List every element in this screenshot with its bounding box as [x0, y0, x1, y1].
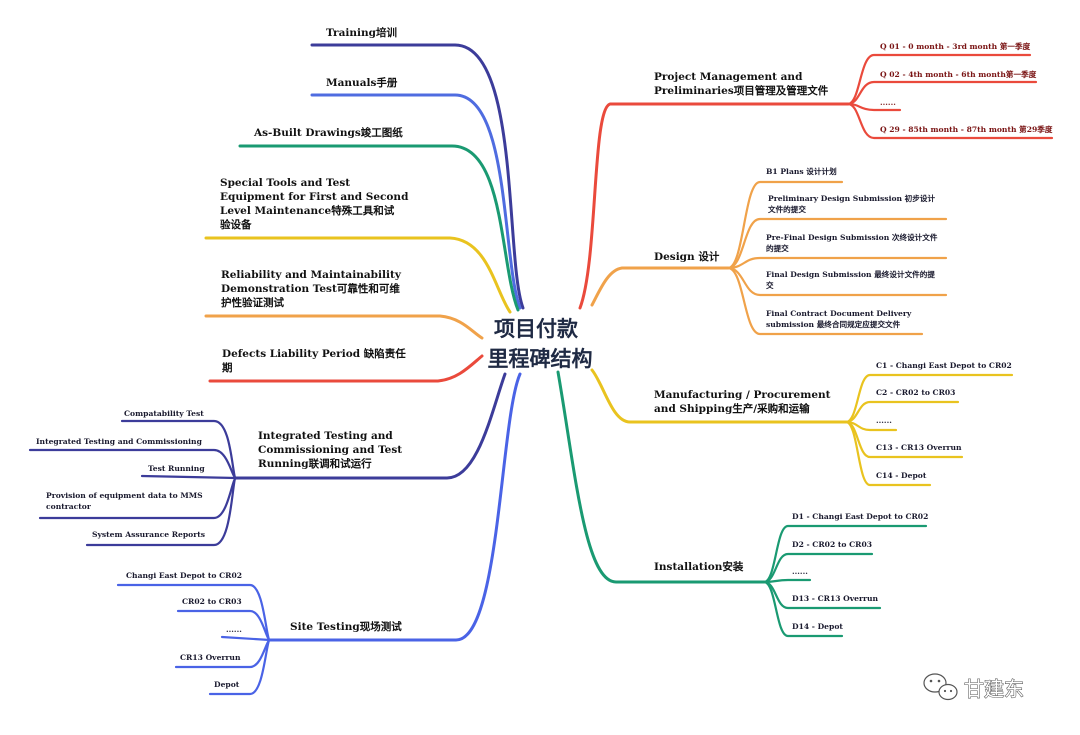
pm-children-lines [846, 53, 1054, 140]
pm-child-4: Q 29 - 85th month - 87th month 第29季度 [880, 124, 1053, 134]
branch-integrated-line2: Commissioning and Test [258, 444, 402, 456]
site-child-1: Changi East Depot to CR02 [126, 571, 242, 580]
installation-child-3: ...... [792, 567, 808, 576]
branch-manufacturing-line2: and Shipping生产/采购和运输 [654, 402, 810, 415]
connector-special-tools [204, 236, 512, 314]
design-child-2-line2: 文件的提交 [768, 204, 806, 214]
installation-child-2: D2 - CR02 to CR03 [792, 540, 872, 549]
connector-manuals [310, 93, 522, 310]
branch-project-management-line2: Preliminaries项目管理及管理文件 [654, 84, 829, 97]
branch-reliability-line3: 护性验证测试 [221, 296, 284, 309]
pm-child-2: Q 02 - 4th month - 6th month第一季度 [880, 69, 1037, 79]
design-child-5-line1: Final Contract Document Delivery [766, 309, 912, 318]
site-children-lines [116, 583, 272, 696]
integrated-child-4-line1: Provision of equipment data to MMS [46, 491, 203, 500]
site-child-2: CR02 to CR03 [182, 597, 242, 606]
connector-training [310, 43, 525, 310]
design-children-lines [726, 180, 948, 336]
manufacturing-child-3: ...... [876, 416, 892, 425]
manufacturing-child-4: C13 - CR13 Overrun [876, 443, 962, 452]
branch-integrated-line3: Running联调和试运行 [258, 457, 372, 470]
pm-child-1: Q 01 - 0 month - 3rd month 第一季度 [880, 41, 1031, 51]
connector-design [590, 266, 730, 307]
branch-special-tools-line4: 验设备 [220, 218, 252, 231]
integrated-child-4-line2: contractor [46, 502, 92, 511]
pm-child-3: ...... [880, 98, 896, 107]
connector-project-management [578, 102, 850, 310]
integrated-child-5: System Assurance Reports [92, 530, 205, 539]
branch-defects-line2: 期 [222, 361, 233, 374]
connector-site-testing [268, 372, 522, 642]
installation-child-1: D1 - Changi East Depot to CR02 [792, 512, 928, 521]
branch-installation: Installation安装 [654, 560, 744, 573]
branch-defects-line1: Defects Liability Period 缺陷责任 [222, 347, 406, 360]
design-child-3-line2: 的提交 [766, 243, 789, 253]
installation-children-lines [762, 524, 928, 638]
connector-defects [208, 354, 484, 383]
branch-project-management-line1: Project Management and [654, 71, 803, 83]
design-child-1: B1 Plans 设计计划 [766, 166, 837, 176]
branch-site-testing: Site Testing现场测试 [290, 620, 402, 633]
wechat-icon [923, 673, 958, 701]
branch-manuals: Manuals手册 [326, 76, 398, 89]
design-child-4-line1: Final Design Submission 最终设计文件的提 [766, 269, 935, 279]
branch-reliability-line2: Demonstration Test可靠性和可维 [221, 282, 400, 295]
design-child-3-line1: Pre-Final Design Submission 次终设计文件 [766, 232, 938, 242]
design-child-2-line1: Preliminary Design Submission 初步设计 [768, 193, 935, 203]
design-child-4-line2: 交 [766, 280, 774, 290]
center-title-line2: 里程碑结构 [488, 347, 593, 371]
watermark-text: 甘建东 [964, 677, 1024, 701]
manufacturing-child-2: C2 - CR02 to CR03 [876, 388, 955, 397]
center-title-line1: 项目付款 [494, 317, 579, 341]
connector-manufacturing [590, 368, 848, 424]
manufacturing-children-lines [844, 373, 1014, 487]
site-child-3: ...... [226, 625, 242, 634]
site-child-5: Depot [214, 680, 240, 689]
branch-integrated-line1: Integrated Testing and [258, 430, 393, 442]
installation-child-5: D14 - Depot [792, 622, 843, 631]
branch-as-built: As-Built Drawings竣工图纸 [253, 126, 403, 139]
branch-manufacturing-line1: Manufacturing / Procurement [654, 389, 831, 401]
connector-installation [556, 370, 766, 584]
integrated-child-1: Compatability Test [124, 409, 204, 418]
connector-integrated [234, 372, 507, 480]
branch-special-tools-line1: Special Tools and Test [220, 177, 350, 189]
integrated-children-lines [28, 419, 238, 547]
installation-child-4: D13 - CR13 Overrun [792, 594, 879, 603]
integrated-child-3: Test Running [148, 464, 205, 473]
site-child-4: CR13 Overrun [180, 653, 241, 662]
design-child-5-line2: submission 最终合同规定应提交文件 [766, 319, 901, 329]
branch-training: Training培训 [326, 26, 397, 39]
manufacturing-child-5: C14 - Depot [876, 471, 927, 480]
branch-reliability-line1: Reliability and Maintainability [221, 269, 402, 281]
integrated-child-2: Integrated Testing and Commissioning [36, 437, 203, 446]
manufacturing-child-1: C1 - Changi East Depot to CR02 [876, 361, 1012, 370]
branch-special-tools-line2: Equipment for First and Second [220, 191, 409, 203]
branch-special-tools-line3: Level Maintenance特殊工具和试 [220, 204, 395, 217]
branch-design: Design 设计 [654, 250, 720, 263]
connector-reliability [204, 314, 484, 340]
connector-as-built [238, 144, 520, 312]
